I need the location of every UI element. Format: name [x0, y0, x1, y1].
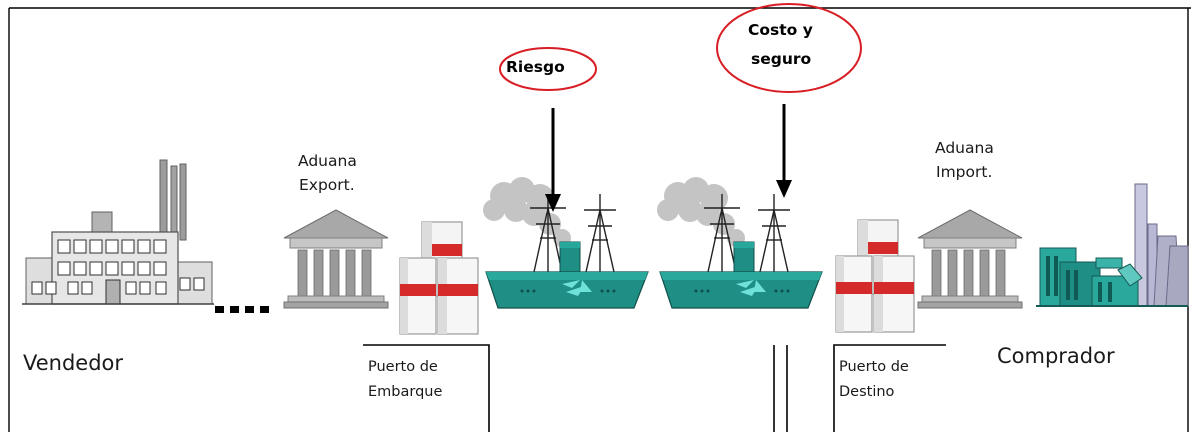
steamship-icon — [482, 176, 649, 309]
embarque-label: Embarque — [368, 384, 443, 400]
customs-building-icon — [283, 209, 389, 309]
export-label: Export. — [299, 176, 355, 194]
costo-seguro-highlight-ellipse — [716, 3, 862, 93]
seguro-label: seguro — [751, 50, 812, 68]
industrial-plant-icon — [1036, 183, 1189, 307]
container-stack-icon — [399, 221, 479, 335]
costo-label: Costo y — [748, 21, 813, 39]
container-stack-icon — [835, 219, 915, 333]
aduana-import-label: Aduana — [935, 139, 994, 157]
aduana-export-label: Aduana — [298, 152, 357, 170]
destino-port-bracket — [833, 344, 946, 432]
riesgo-label: Riesgo — [506, 58, 565, 76]
comprador-label: Comprador — [997, 344, 1115, 368]
customs-building-icon — [917, 209, 1023, 309]
puerto-destino-label: Puerto de — [839, 359, 909, 375]
import-label: Import. — [936, 163, 993, 181]
steamship-icon — [656, 176, 823, 309]
embarque-port-bracket — [363, 344, 490, 432]
dotted-connector — [215, 306, 269, 313]
riesgo-arrow-head — [545, 194, 561, 212]
destino-label: Destino — [839, 384, 895, 400]
puerto-embarque-label: Puerto de — [368, 359, 438, 375]
vendedor-label: Vendedor — [23, 351, 124, 375]
riesgo-highlight-ellipse — [499, 47, 597, 91]
factory-icon — [22, 159, 214, 305]
costo-seguro-arrow-head — [776, 180, 792, 198]
